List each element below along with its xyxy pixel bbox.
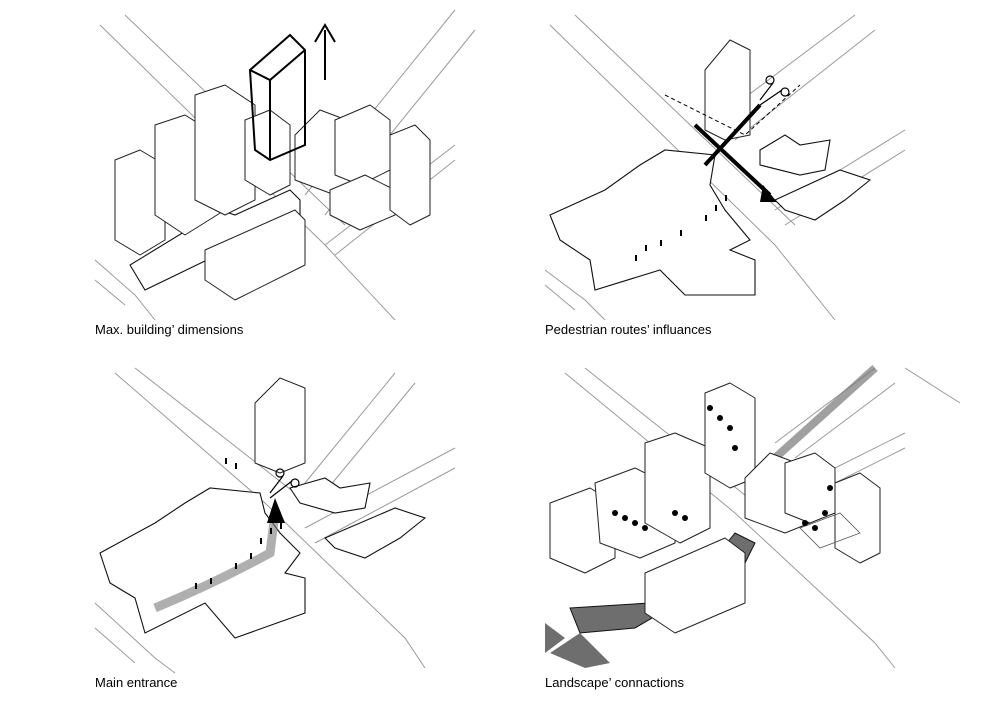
people: [195, 458, 282, 589]
site-outline: [99, 477, 427, 639]
existing-buildings: [114, 84, 431, 301]
caption-pedestrian-routes: Pedestrian routes’ influances: [545, 322, 712, 337]
entrance-arrow: [153, 498, 285, 613]
buildings: [549, 382, 881, 634]
tower: [254, 377, 306, 474]
caption-max-building-dimensions: Max. building’ dimensions: [95, 322, 244, 337]
panel-main-entrance: Main entrance: [94, 363, 495, 693]
up-arrow-icon: [314, 23, 336, 80]
tree-icons: [612, 405, 833, 531]
pedestrian-route-arrows: [664, 84, 801, 202]
tower: [704, 39, 751, 141]
people: [635, 195, 727, 261]
axonometric-diagram-pedestrian-routes: [544, 14, 906, 321]
proposed-tower-outline: [248, 33, 306, 162]
panel-landscape-connections: Landscape’ connactions: [545, 363, 961, 693]
axonometric-diagram-max-dimensions: [94, 9, 476, 321]
roads: [94, 367, 456, 674]
green-axis: [772, 365, 878, 461]
scissors-icon: [759, 75, 790, 106]
caption-main-entrance: Main entrance: [95, 675, 178, 690]
panel-pedestrian-routes: Pedestrian routes’ influances: [544, 10, 945, 340]
panel-max-building-dimensions: Max. building’ dimensions: [94, 9, 495, 340]
axonometric-diagram-landscape-connections: [545, 365, 961, 669]
caption-landscape-connections: Landscape’ connactions: [545, 675, 685, 690]
scissors-icon: [269, 468, 300, 499]
site-outline: [549, 134, 872, 296]
axonometric-diagram-main-entrance: [94, 367, 456, 674]
